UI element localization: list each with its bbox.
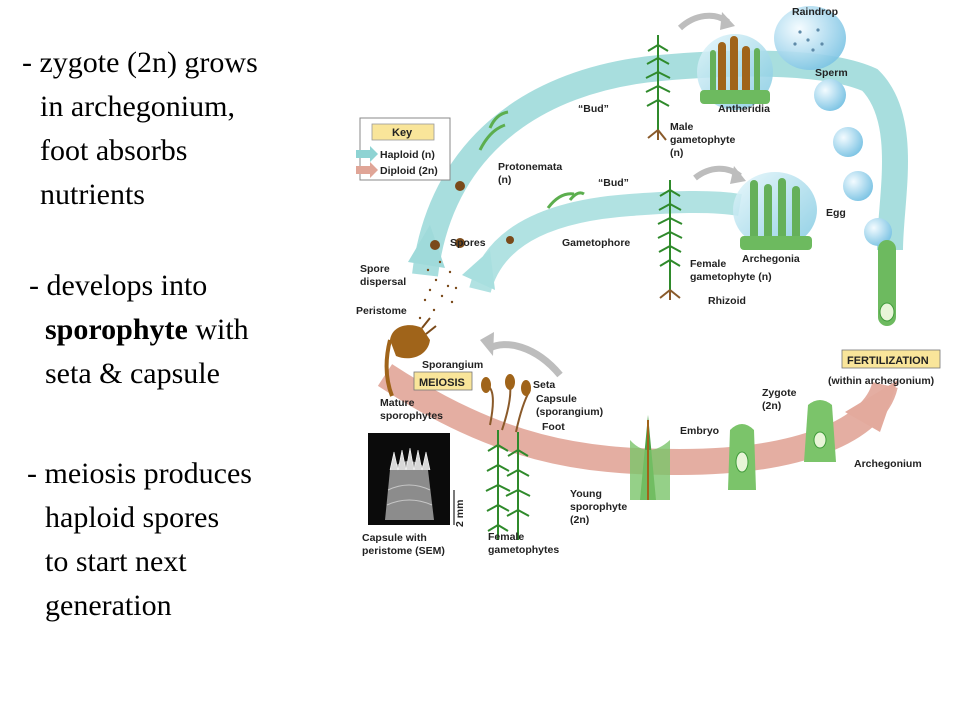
- sporophyte-term: sporophyte: [45, 313, 188, 346]
- embryo-label: Embryo: [680, 425, 719, 437]
- female-gametophyte-icon: [657, 180, 683, 300]
- meiosis-box: MEIOSIS: [413, 371, 473, 391]
- inner-arrowhead: [462, 250, 495, 290]
- meiosis-bullet-line-2: haploid spores: [45, 501, 220, 534]
- fertilization-box: FERTILIZATION: [841, 349, 941, 369]
- zygote-archegonium-icon: [804, 400, 836, 462]
- meiosis-bullet-line-4: generation: [45, 589, 172, 622]
- zygote-label-1: Zygote: [762, 387, 797, 399]
- raindrop-icon: [774, 6, 846, 70]
- spore-icons: [430, 181, 514, 250]
- bud-mid-label: “Bud”: [598, 177, 629, 189]
- diploid-arrow: [377, 364, 898, 476]
- grey-arrowhead-top: [720, 12, 735, 30]
- zygote-bullet-line-2: in archegonium,: [40, 90, 235, 123]
- male-gametophyte-icon: [645, 35, 671, 141]
- female-gametophyte-label-1: Female: [690, 258, 726, 270]
- grey-arrowhead-bottom: [480, 332, 494, 356]
- bud-top-label: “Bud”: [578, 103, 609, 115]
- gametophore-label: Gametophore: [562, 237, 630, 249]
- archegonia-icon: [733, 172, 817, 250]
- raindrop-label: Raindrop: [792, 6, 838, 18]
- sperm-label: Sperm: [815, 67, 848, 79]
- spore-dispersal-label-2: dispersal: [360, 276, 406, 288]
- protonemata-label-1: Protonemata: [498, 161, 562, 173]
- grey-arrow-bottom: [488, 341, 563, 378]
- moss-life-cycle-diagram: Key Haploid (n) Diploid (2n): [356, 6, 941, 557]
- key-haploid-label: Haploid (n): [380, 149, 435, 161]
- antheridia-icon: [697, 34, 773, 110]
- rhizoid-label: Rhizoid: [708, 295, 746, 307]
- archegonium-fertilization-icon: [878, 240, 896, 326]
- haploid-key-arrow: [356, 146, 378, 162]
- meiosis-bullet-line-1: - meiosis produces: [27, 457, 252, 490]
- diploid-key-arrow: [356, 162, 378, 178]
- sporophyte-bullet: - develops into sporophyte with seta & c…: [29, 264, 249, 396]
- zygote-bullet: - zygote (2n) grows in archegonium, foot…: [22, 41, 258, 217]
- scale-bar-label: 2 mm: [454, 500, 466, 527]
- zygote-bullet-line-4: nutrients: [40, 178, 145, 211]
- male-gametophyte-label-2: gametophyte: [670, 134, 736, 146]
- outer-arrowhead: [408, 225, 445, 268]
- within-archegonium-label: (within archegonium): [828, 375, 934, 387]
- young-sporophyte-label-3: (2n): [570, 514, 589, 526]
- young-sporophyte-label-2: sporophyte: [570, 501, 627, 513]
- zygote-label-2: (2n): [762, 400, 781, 412]
- water-droplets: [814, 79, 892, 246]
- archegonium-label: Archegonium: [854, 458, 922, 470]
- sporophyte-bullet-line-2-rest: with: [187, 313, 249, 346]
- diploid-arrowhead: [845, 380, 898, 432]
- key-title: Key: [392, 127, 413, 139]
- inner-haploid-arrow: [469, 190, 742, 294]
- female-gametophyte-label-2: gametophyte (n): [690, 271, 772, 283]
- seta-label: Seta: [533, 379, 555, 391]
- meiosis-label: MEIOSIS: [419, 377, 465, 389]
- sporangium-label: Sporangium: [422, 359, 483, 371]
- mature-sporophytes-label-2: sporophytes: [380, 410, 443, 422]
- archegonia-label: Archegonia: [742, 253, 800, 265]
- grey-arrowhead-mid: [730, 166, 746, 184]
- male-gametophyte-label-3: (n): [670, 147, 683, 159]
- mature-sporophytes-icon: [481, 374, 531, 540]
- mature-sporophytes-label-1: Mature: [380, 397, 415, 409]
- key-box: Key Haploid (n) Diploid (2n): [356, 117, 451, 181]
- capsule-sem-label-1: Capsule with: [362, 532, 427, 544]
- female-gametophytes-label-2: gametophytes: [488, 544, 559, 556]
- zygote-bullet-line-1: - zygote (2n) grows: [22, 46, 258, 79]
- young-sporophyte-icon: [630, 415, 670, 500]
- sporophyte-bullet-line-3: seta & capsule: [45, 357, 220, 390]
- peristome-label: Peristome: [356, 305, 407, 317]
- fertilization-label: FERTILIZATION: [847, 355, 929, 367]
- sperm-icon: [793, 28, 824, 52]
- male-gametophyte-label-1: Male: [670, 121, 694, 133]
- foot-label: Foot: [542, 421, 565, 433]
- capsule-label-2: (sporangium): [536, 406, 603, 418]
- capsule-sem-label-2: peristome (SEM): [362, 545, 445, 557]
- key-diploid-label: Diploid (2n): [380, 165, 438, 177]
- meiosis-bullet: - meiosis produces haploid spores to sta…: [27, 452, 252, 628]
- antheridia-label: Antheridia: [718, 103, 770, 115]
- zygote-bullet-line-3: foot absorbs: [40, 134, 188, 167]
- sporangium-icon: [384, 317, 437, 397]
- young-sporophyte-label-1: Young: [570, 488, 602, 500]
- sporophyte-bullet-line-1: - develops into: [29, 269, 208, 302]
- embryo-icon: [728, 424, 756, 490]
- spore-dispersal-label-1: Spore: [360, 263, 390, 275]
- capsule-sem-image: 2 mm: [368, 433, 466, 527]
- sporophyte-bullet-line-2: sporophyte with: [29, 308, 249, 352]
- spore-dispersal-dots: [418, 260, 458, 320]
- meiosis-bullet-line-3: to start next: [45, 545, 187, 578]
- egg-label: Egg: [826, 207, 846, 219]
- female-gametophytes-label-1: Female: [488, 531, 524, 543]
- protonemata-label-2: (n): [498, 174, 511, 186]
- spores-label: Spores: [450, 237, 486, 249]
- capsule-label-1: Capsule: [536, 393, 577, 405]
- protonemata-icon: [478, 110, 585, 209]
